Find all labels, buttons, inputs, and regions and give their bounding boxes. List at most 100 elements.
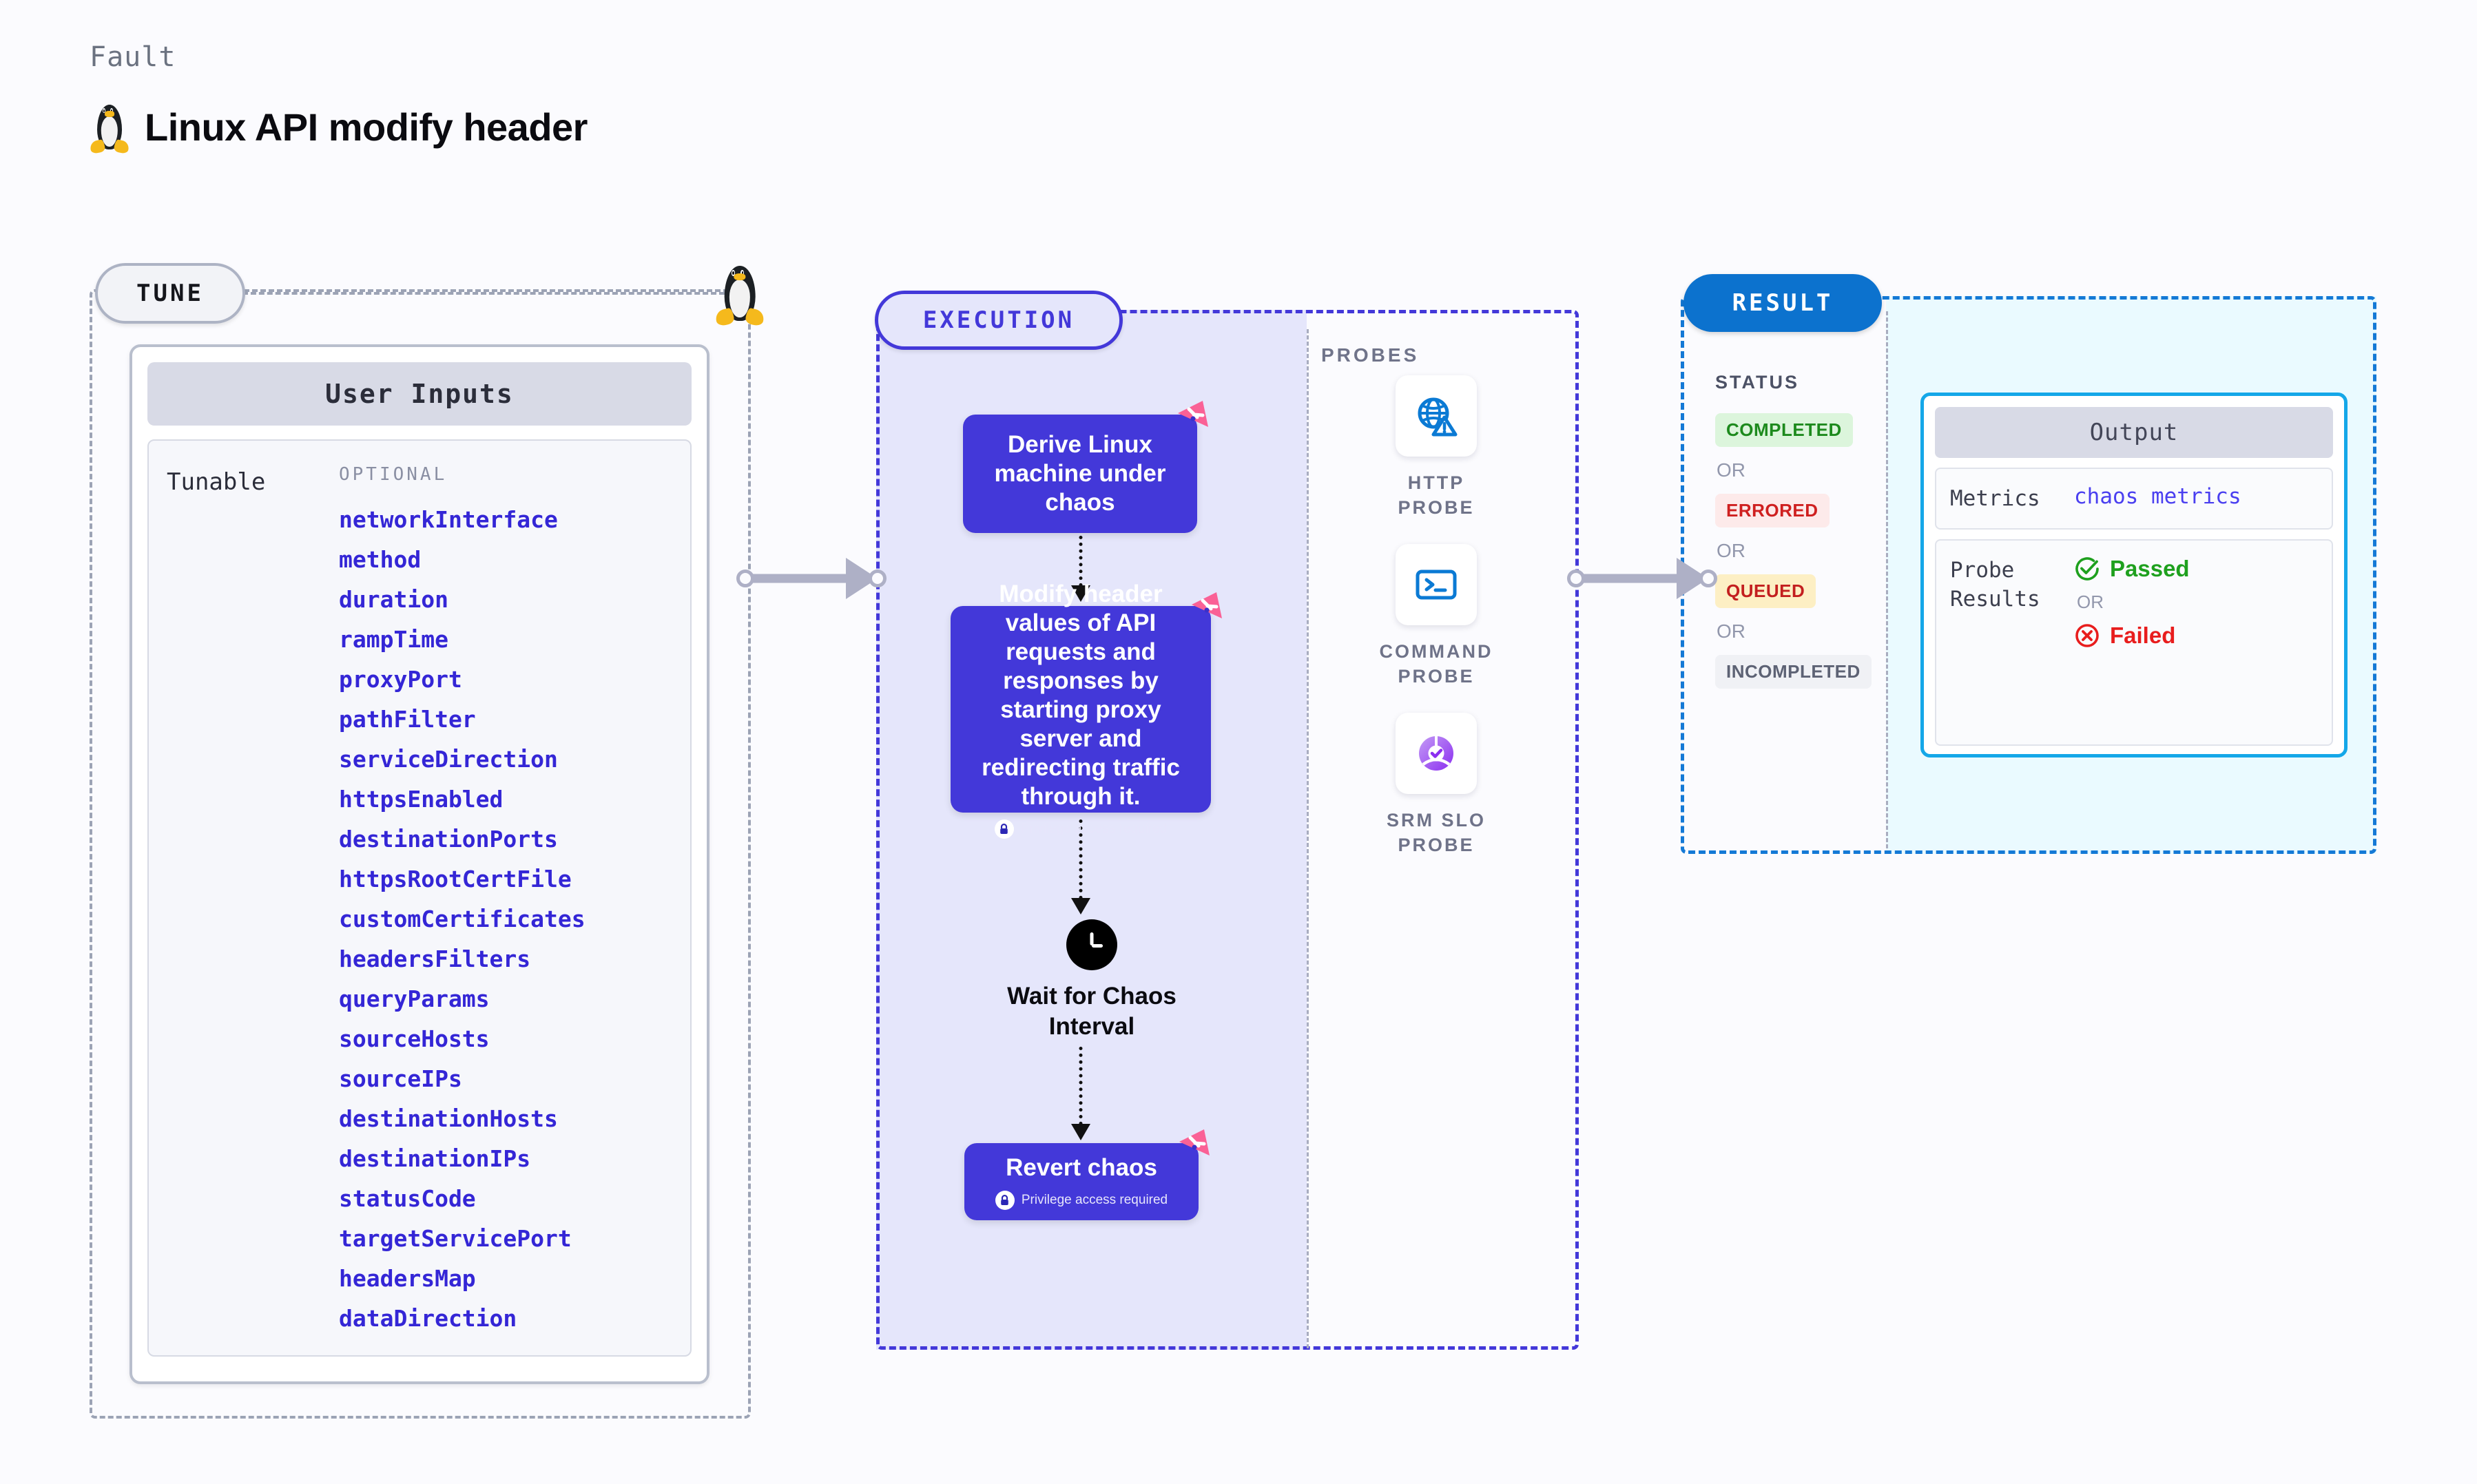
status-badge-errored: ERRORED <box>1715 494 1830 527</box>
tunable-label: Tunable <box>167 468 266 496</box>
probe-results-key: Probe Results <box>1950 558 2040 612</box>
param-item[interactable]: serviceDirection <box>339 746 558 773</box>
page-header: Fault Linux API modify header <box>89 41 588 154</box>
param-item[interactable]: networkInterface <box>339 506 558 533</box>
param-item[interactable]: destinationIPs <box>339 1145 531 1172</box>
probe-label: SRM SLO PROBE <box>1386 810 1486 855</box>
chaos-badge-icon <box>1179 1129 1210 1156</box>
output-card: Output Metrics chaos metrics Probe Resul… <box>1920 393 2348 757</box>
probe-tile <box>1396 544 1477 625</box>
status-or: OR <box>1717 620 1745 642</box>
metrics-key: Metrics <box>1950 486 2040 511</box>
probes-section-label: PROBES <box>1321 344 1420 366</box>
user-inputs-title: User Inputs <box>147 362 692 426</box>
tunable-section: Tunable OPTIONAL networkInterface method… <box>147 439 692 1357</box>
linux-penguin-icon-marker <box>714 260 765 327</box>
status-badge-incompleted: INCOMPLETED <box>1715 655 1872 689</box>
output-row-metrics: Metrics chaos metrics <box>1935 468 2333 530</box>
param-item[interactable]: httpsRootCertFile <box>339 866 572 892</box>
param-item[interactable]: duration <box>339 586 448 613</box>
result-output-divider <box>1886 311 1888 848</box>
probe-results-values: Passed OR Failed <box>2074 556 2190 729</box>
result-panel-label: RESULT <box>1683 274 1882 332</box>
execution-node-revert-chaos[interactable]: Revert chaos Privilege access required <box>964 1129 1210 1220</box>
passed-label: Passed <box>2110 556 2190 581</box>
param-item[interactable]: targetServicePort <box>339 1225 572 1252</box>
execution-probes-divider <box>1307 329 1309 1348</box>
probe-label: HTTP PROBE <box>1398 472 1475 518</box>
param-item[interactable]: headersFilters <box>339 945 531 972</box>
param-item[interactable]: pathFilter <box>339 706 476 733</box>
status-badge-completed: COMPLETED <box>1715 413 1853 447</box>
flow-arrow-3 <box>1070 1047 1091 1140</box>
param-item[interactable]: sourceHosts <box>339 1025 490 1052</box>
chaos-badge-icon <box>1178 401 1208 427</box>
tunable-parameter-list: OPTIONAL networkInterface method duratio… <box>339 464 672 1332</box>
param-item[interactable]: destinationHosts <box>339 1105 558 1132</box>
fault-eyebrow: Fault <box>90 41 176 73</box>
probe-result-passed: Passed <box>2074 556 2190 582</box>
privilege-text: Privilege access required <box>1021 1193 1168 1207</box>
metrics-value[interactable]: chaos metrics <box>2074 484 2241 509</box>
lock-icon <box>994 819 1014 839</box>
privilege-badge: Privilege access required <box>994 819 1168 839</box>
param-item[interactable]: customCertificates <box>339 906 585 932</box>
flow-arrow-2 <box>1070 819 1091 915</box>
param-item[interactable]: rampTime <box>339 626 448 653</box>
execution-node-label: Revert chaos <box>1006 1154 1157 1181</box>
slo-donut-check-icon <box>1419 735 1453 771</box>
status-or: OR <box>1717 459 1745 481</box>
probe-command[interactable]: COMMAND PROBE <box>1374 544 1498 689</box>
probe-srm-slo[interactable]: SRM SLO PROBE <box>1374 713 1498 857</box>
param-item[interactable]: proxyPort <box>339 666 462 693</box>
linux-penguin-icon <box>89 101 130 154</box>
execution-node-label: Derive Linux machine under chaos <box>994 431 1166 516</box>
execution-node-derive-machine[interactable]: Derive Linux machine under chaos <box>963 401 1208 533</box>
status-list: COMPLETED OR ERRORED OR QUEUED OR INCOMP… <box>1715 413 1880 689</box>
connector-execution-to-result <box>1567 558 1717 599</box>
chaos-badge-icon <box>1192 592 1222 618</box>
tune-panel-boundary <box>90 289 751 1419</box>
lock-icon <box>995 1191 1015 1210</box>
tune-dashed-connector <box>242 292 725 295</box>
privilege-badge: Privilege access required <box>995 1191 1168 1210</box>
probe-result-failed: Failed <box>2074 623 2190 649</box>
output-title: Output <box>1935 407 2333 458</box>
status-label: STATUS <box>1715 372 1799 393</box>
execution-node-label: Modify header values of API requests and… <box>982 581 1180 810</box>
probe-result-or: OR <box>2077 592 2104 612</box>
execution-node-modify-header[interactable]: Modify header values of API requests and… <box>951 581 1222 839</box>
optional-label: OPTIONAL <box>339 464 448 485</box>
param-item[interactable]: queryParams <box>339 985 490 1012</box>
page-title: Linux API modify header <box>145 105 588 149</box>
check-circle-icon <box>2075 557 2099 581</box>
execution-panel-boundary <box>876 310 1579 1350</box>
privilege-text: Privilege access required <box>1020 822 1168 836</box>
status-or: OR <box>1717 540 1745 561</box>
wait-for-chaos-interval: Wait for Chaos Interval <box>964 919 1219 1042</box>
globe-warning-icon <box>1418 397 1458 437</box>
param-item[interactable]: statusCode <box>339 1185 476 1212</box>
probe-label: COMMAND PROBE <box>1379 641 1493 687</box>
param-item[interactable]: headersMap <box>339 1265 476 1292</box>
x-circle-icon <box>2075 624 2099 647</box>
param-item[interactable]: httpsEnabled <box>339 786 504 813</box>
probe-http[interactable]: HTTP PROBE <box>1374 375 1498 520</box>
param-item[interactable]: dataDirection <box>339 1305 517 1332</box>
connector-tune-to-execution <box>736 558 887 599</box>
param-item[interactable]: method <box>339 546 422 573</box>
user-inputs-card: User Inputs Tunable OPTIONAL networkInte… <box>129 344 709 1384</box>
probe-tile <box>1396 375 1477 457</box>
tune-panel-label: TUNE <box>95 263 245 324</box>
title-row: Linux API modify header <box>89 101 588 154</box>
terminal-icon <box>1416 569 1457 600</box>
status-badge-queued: QUEUED <box>1715 574 1816 608</box>
output-row-probe-results: Probe Results Passed OR Failed <box>1935 539 2333 746</box>
param-item[interactable]: destinationPorts <box>339 826 558 853</box>
param-item[interactable]: sourceIPs <box>339 1065 462 1092</box>
clock-icon <box>1066 919 1117 970</box>
failed-label: Failed <box>2110 623 2176 648</box>
flow-arrow-1 <box>1070 536 1091 602</box>
execution-panel-label: EXECUTION <box>875 291 1123 350</box>
wait-label: Wait for Chaos Interval <box>1007 983 1177 1040</box>
